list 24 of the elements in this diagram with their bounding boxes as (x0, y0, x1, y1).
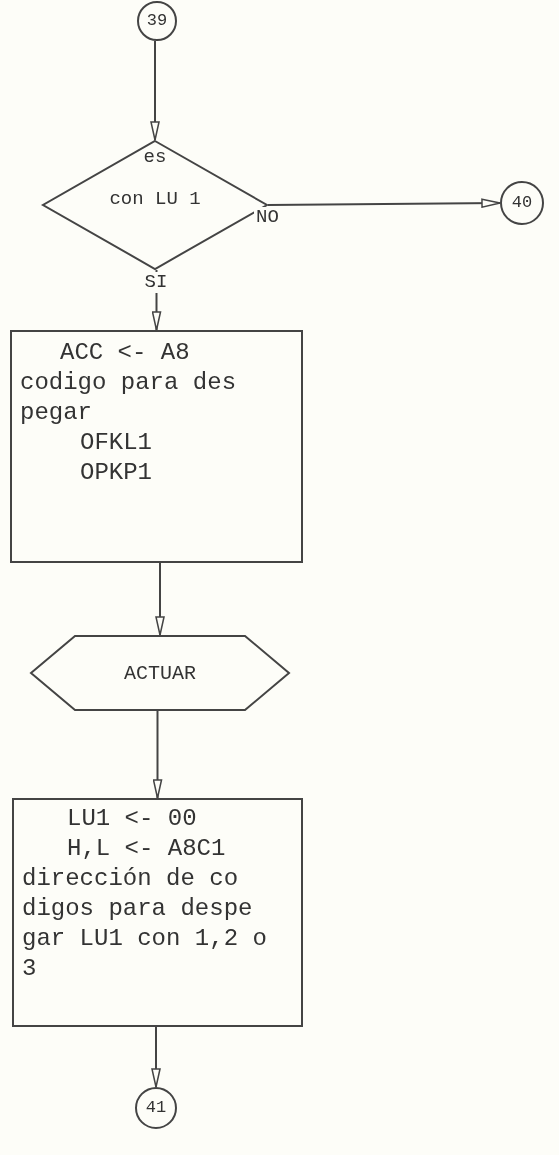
node-text: OFKL1 (79, 428, 152, 458)
arrow (151, 1026, 161, 1088)
arrow (150, 40, 160, 141)
arrow (267, 198, 501, 208)
node-text: 40 (511, 192, 533, 214)
node-text: 39 (146, 10, 168, 32)
connector-circle (135, 1087, 177, 1129)
process-box (12, 798, 303, 1027)
node-text: dirección de co digos para despe gar LU1 con 1,2 o 3 (22, 864, 268, 984)
node-text: H,L <- A8C1 (66, 834, 226, 864)
node-text: LU1 <- 00 (66, 804, 197, 834)
node-text: OPKP1 (79, 458, 152, 488)
arrow (152, 710, 163, 799)
preparation-hexagon (30, 635, 290, 711)
process-box (10, 330, 303, 563)
node-text: ACC <- A8 (59, 338, 190, 368)
node-text: es (143, 146, 167, 170)
connector-circle (137, 1, 177, 41)
connector-circle (500, 181, 544, 225)
node-text: 41 (145, 1097, 167, 1119)
node-text: codigo para des pegar (20, 368, 238, 428)
node-text: ACTUAR (124, 660, 196, 686)
arrow (155, 562, 165, 636)
node-text: con LU 1 (109, 187, 201, 212)
